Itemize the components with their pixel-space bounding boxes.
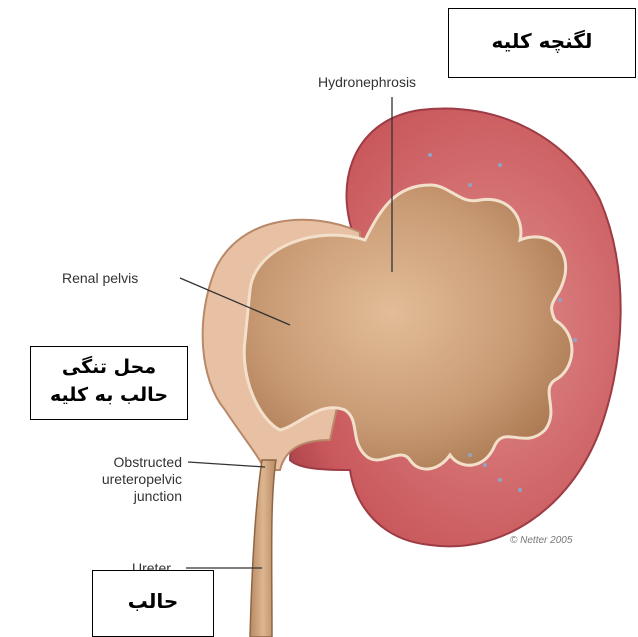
ureter-shape <box>250 460 276 637</box>
stenosis-fa-box: محل تنگی حالب به کلیه <box>30 346 188 420</box>
renal-pelvis-label: Renal pelvis <box>62 270 138 287</box>
renal-pelvis-fa-box: لگنچه کلیه <box>448 8 636 78</box>
stenosis-fa-line2: حالب به کلیه <box>31 381 187 409</box>
obstructed-ujp-line3: junction <box>70 488 182 505</box>
obstructed-ujp-line1: Obstructed <box>70 454 182 471</box>
renal-pelvis-fa-text: لگنچه کلیه <box>449 29 635 53</box>
ureter-fa-text: حالب <box>93 589 213 613</box>
obstructed-ujp-label: Obstructed ureteropelvic junction <box>70 454 182 505</box>
ureter-fa-box: حالب <box>92 570 214 637</box>
obstructed-ujp-leader <box>188 462 265 467</box>
artist-signature: © Netter 2005 <box>510 532 572 549</box>
stenosis-fa-line1: محل تنگی <box>31 353 187 381</box>
obstructed-ujp-line2: ureteropelvic <box>70 471 182 488</box>
hydronephrosis-label: Hydronephrosis <box>318 74 416 91</box>
